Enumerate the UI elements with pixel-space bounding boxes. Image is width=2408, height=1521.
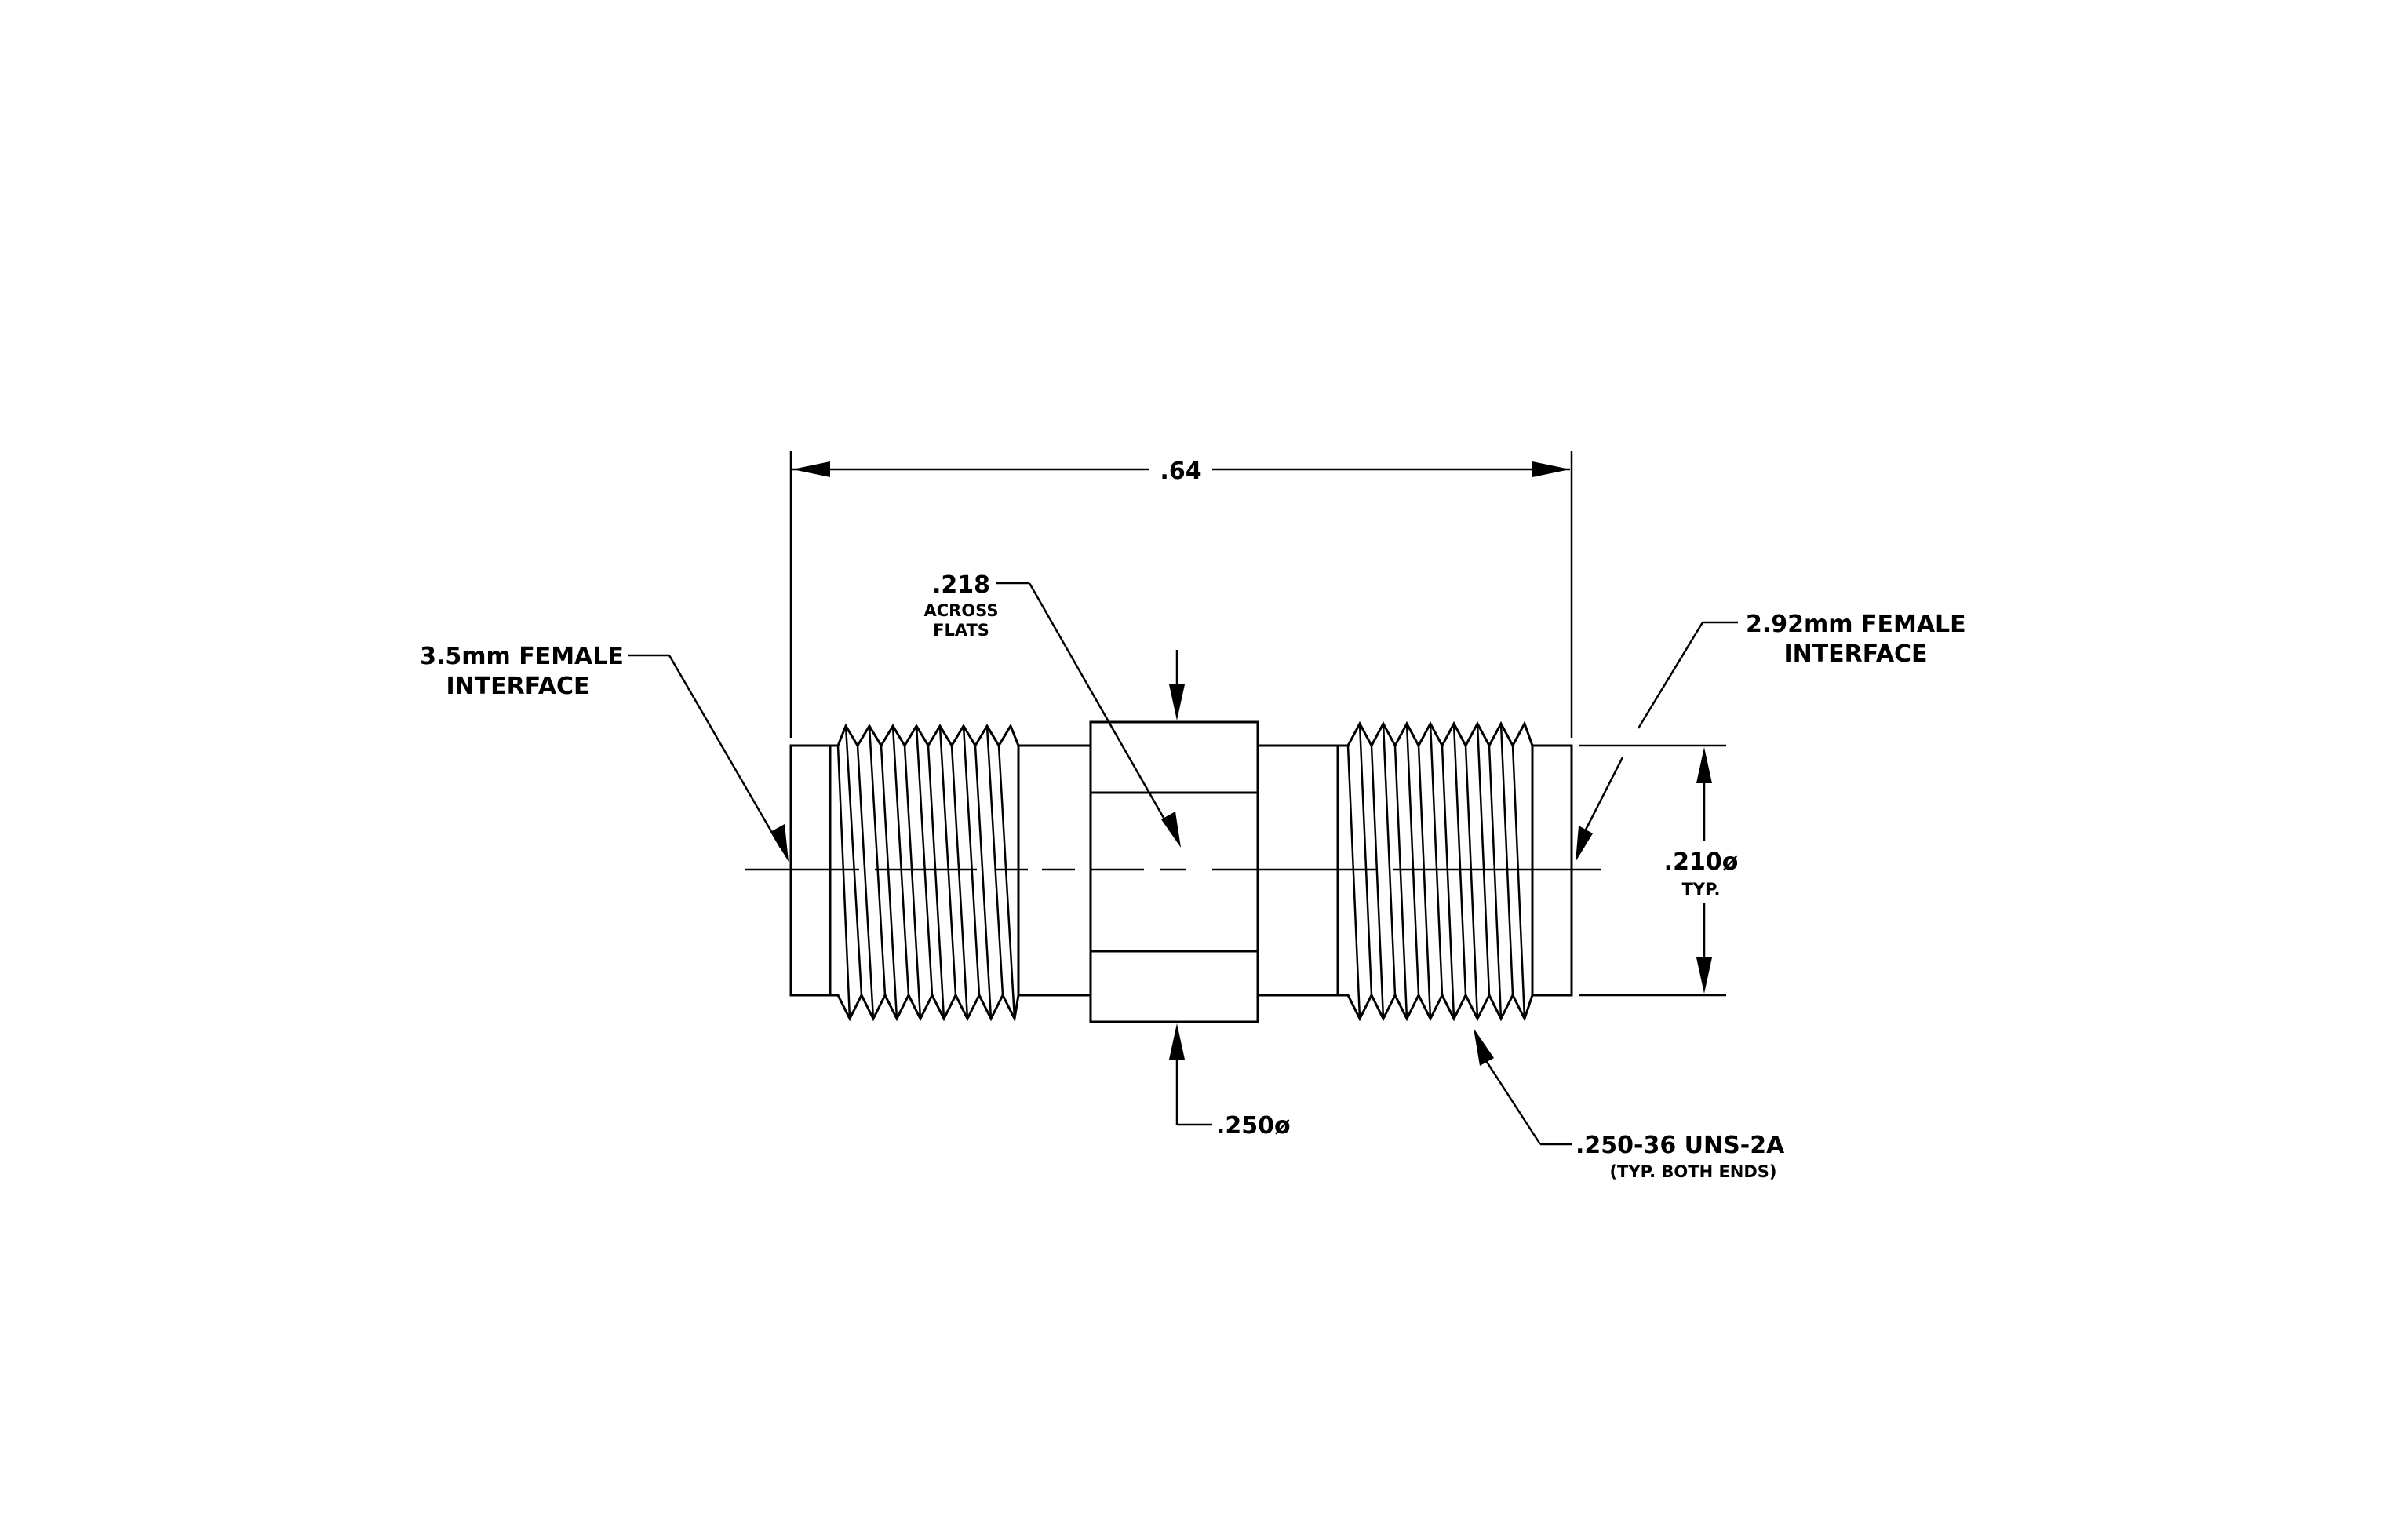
across-flats-value: .218 xyxy=(932,571,990,599)
left-interface-label-2: INTERFACE xyxy=(446,673,589,700)
left-interface-callout: 3.5mm FEMALE INTERFACE xyxy=(420,643,789,862)
left-end-face xyxy=(789,744,832,997)
thread-spec-label: .250-36 UNS-2A xyxy=(1576,1132,1785,1159)
hex-body xyxy=(1089,720,1259,1023)
left-interface-label-1: 3.5mm FEMALE xyxy=(420,643,624,670)
right-thread xyxy=(1336,720,1534,1022)
left-neck xyxy=(1017,744,1092,997)
interface-diameter-dimension: .210ø TYP. xyxy=(1579,744,1739,997)
overall-length-label: .64 xyxy=(1160,458,1201,485)
interface-diameter-note: TYP. xyxy=(1681,880,1720,899)
right-interface-label-1: 2.92mm FEMALE xyxy=(1746,611,1966,638)
interface-diameter-value: .210ø xyxy=(1664,848,1739,876)
across-flats-dimension: .218 ACROSS FLATS xyxy=(924,571,1185,848)
right-neck xyxy=(1256,744,1339,997)
right-end-face xyxy=(1531,744,1573,997)
body-diameter-label: .250ø xyxy=(1216,1112,1291,1140)
body-diameter-dimension: .250ø xyxy=(1169,1023,1291,1140)
thread-spec-callout: .250-36 UNS-2A (TYP. BOTH ENDS) xyxy=(1474,1028,1785,1181)
across-flats-note-1: ACROSS xyxy=(924,601,999,620)
left-thread xyxy=(829,723,1020,1023)
overall-length-dimension: .64 xyxy=(789,451,1573,738)
thread-note-label: (TYP. BOTH ENDS) xyxy=(1609,1162,1776,1181)
right-interface-callout: 2.92mm FEMALE INTERFACE xyxy=(1576,611,1966,862)
across-flats-note-2: FLATS xyxy=(933,621,989,640)
right-interface-label-2: INTERFACE xyxy=(1783,640,1927,668)
